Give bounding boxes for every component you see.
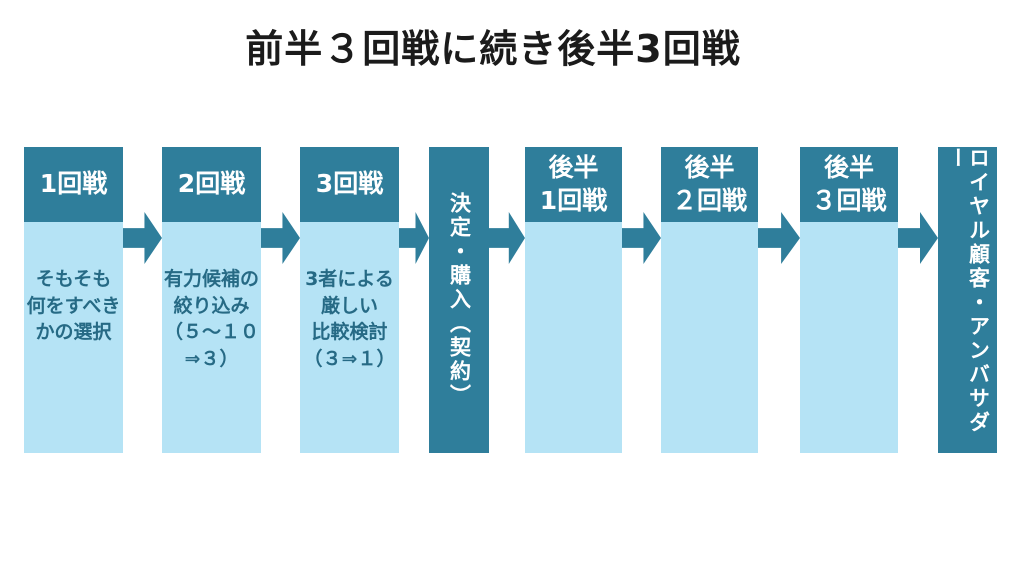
stage-round-3: 3回戦 3者による 厳しい 比較検討 （３⇒１） <box>300 147 399 453</box>
stage-loyal-customer-ambassador-label: ロイヤル顧客・アンバサダー <box>945 147 991 435</box>
stage-second-half-round-2-header: 後半 ２回戦 <box>661 147 758 222</box>
stage-second-half-round-2-body <box>661 222 758 453</box>
stage-round-2-header: 2回戦 <box>162 147 261 222</box>
flow-arrow-icon <box>399 212 429 264</box>
stage-second-half-round-3: 後半 ３回戦 <box>800 147 898 453</box>
stage-loyal-customer-ambassador: ロイヤル顧客・アンバサダー <box>938 147 997 453</box>
stage-second-half-round-3-body <box>800 222 898 453</box>
stage-second-half-round-1: 後半 1回戦 <box>525 147 622 453</box>
stage-round-2-body: 有力候補の 絞り込み （５～１０ ⇒３） <box>162 222 261 453</box>
stage-second-half-round-2: 後半 ２回戦 <box>661 147 758 453</box>
stage-second-half-round-3-header: 後半 ３回戦 <box>800 147 898 222</box>
stage-round-3-header: 3回戦 <box>300 147 399 222</box>
stage-round-2: 2回戦 有力候補の 絞り込み （５～１０ ⇒３） <box>162 147 261 453</box>
flow-arrow-icon <box>489 212 525 264</box>
flow-arrow-icon <box>898 212 938 264</box>
stage-round-1: 1回戦 そもそも 何をすべき かの選択 <box>24 147 123 453</box>
stage-round-3-body: 3者による 厳しい 比較検討 （３⇒１） <box>300 222 399 453</box>
flow-arrow-icon <box>622 212 661 264</box>
stage-decision-purchase-label: 決定・購入（契約） <box>447 192 472 408</box>
diagram-title: 前半３回戦に続き後半3回戦 <box>245 27 741 71</box>
stage-second-half-round-1-header: 後半 1回戦 <box>525 147 622 222</box>
flow-arrow-icon <box>123 212 162 264</box>
stage-round-1-header: 1回戦 <box>24 147 123 222</box>
stage-decision-purchase: 決定・購入（契約） <box>429 147 489 453</box>
flow-arrow-icon <box>758 212 800 264</box>
stage-round-1-body: そもそも 何をすべき かの選択 <box>24 222 123 453</box>
flow-arrow-icon <box>261 212 300 264</box>
stage-second-half-round-1-body <box>525 222 622 453</box>
